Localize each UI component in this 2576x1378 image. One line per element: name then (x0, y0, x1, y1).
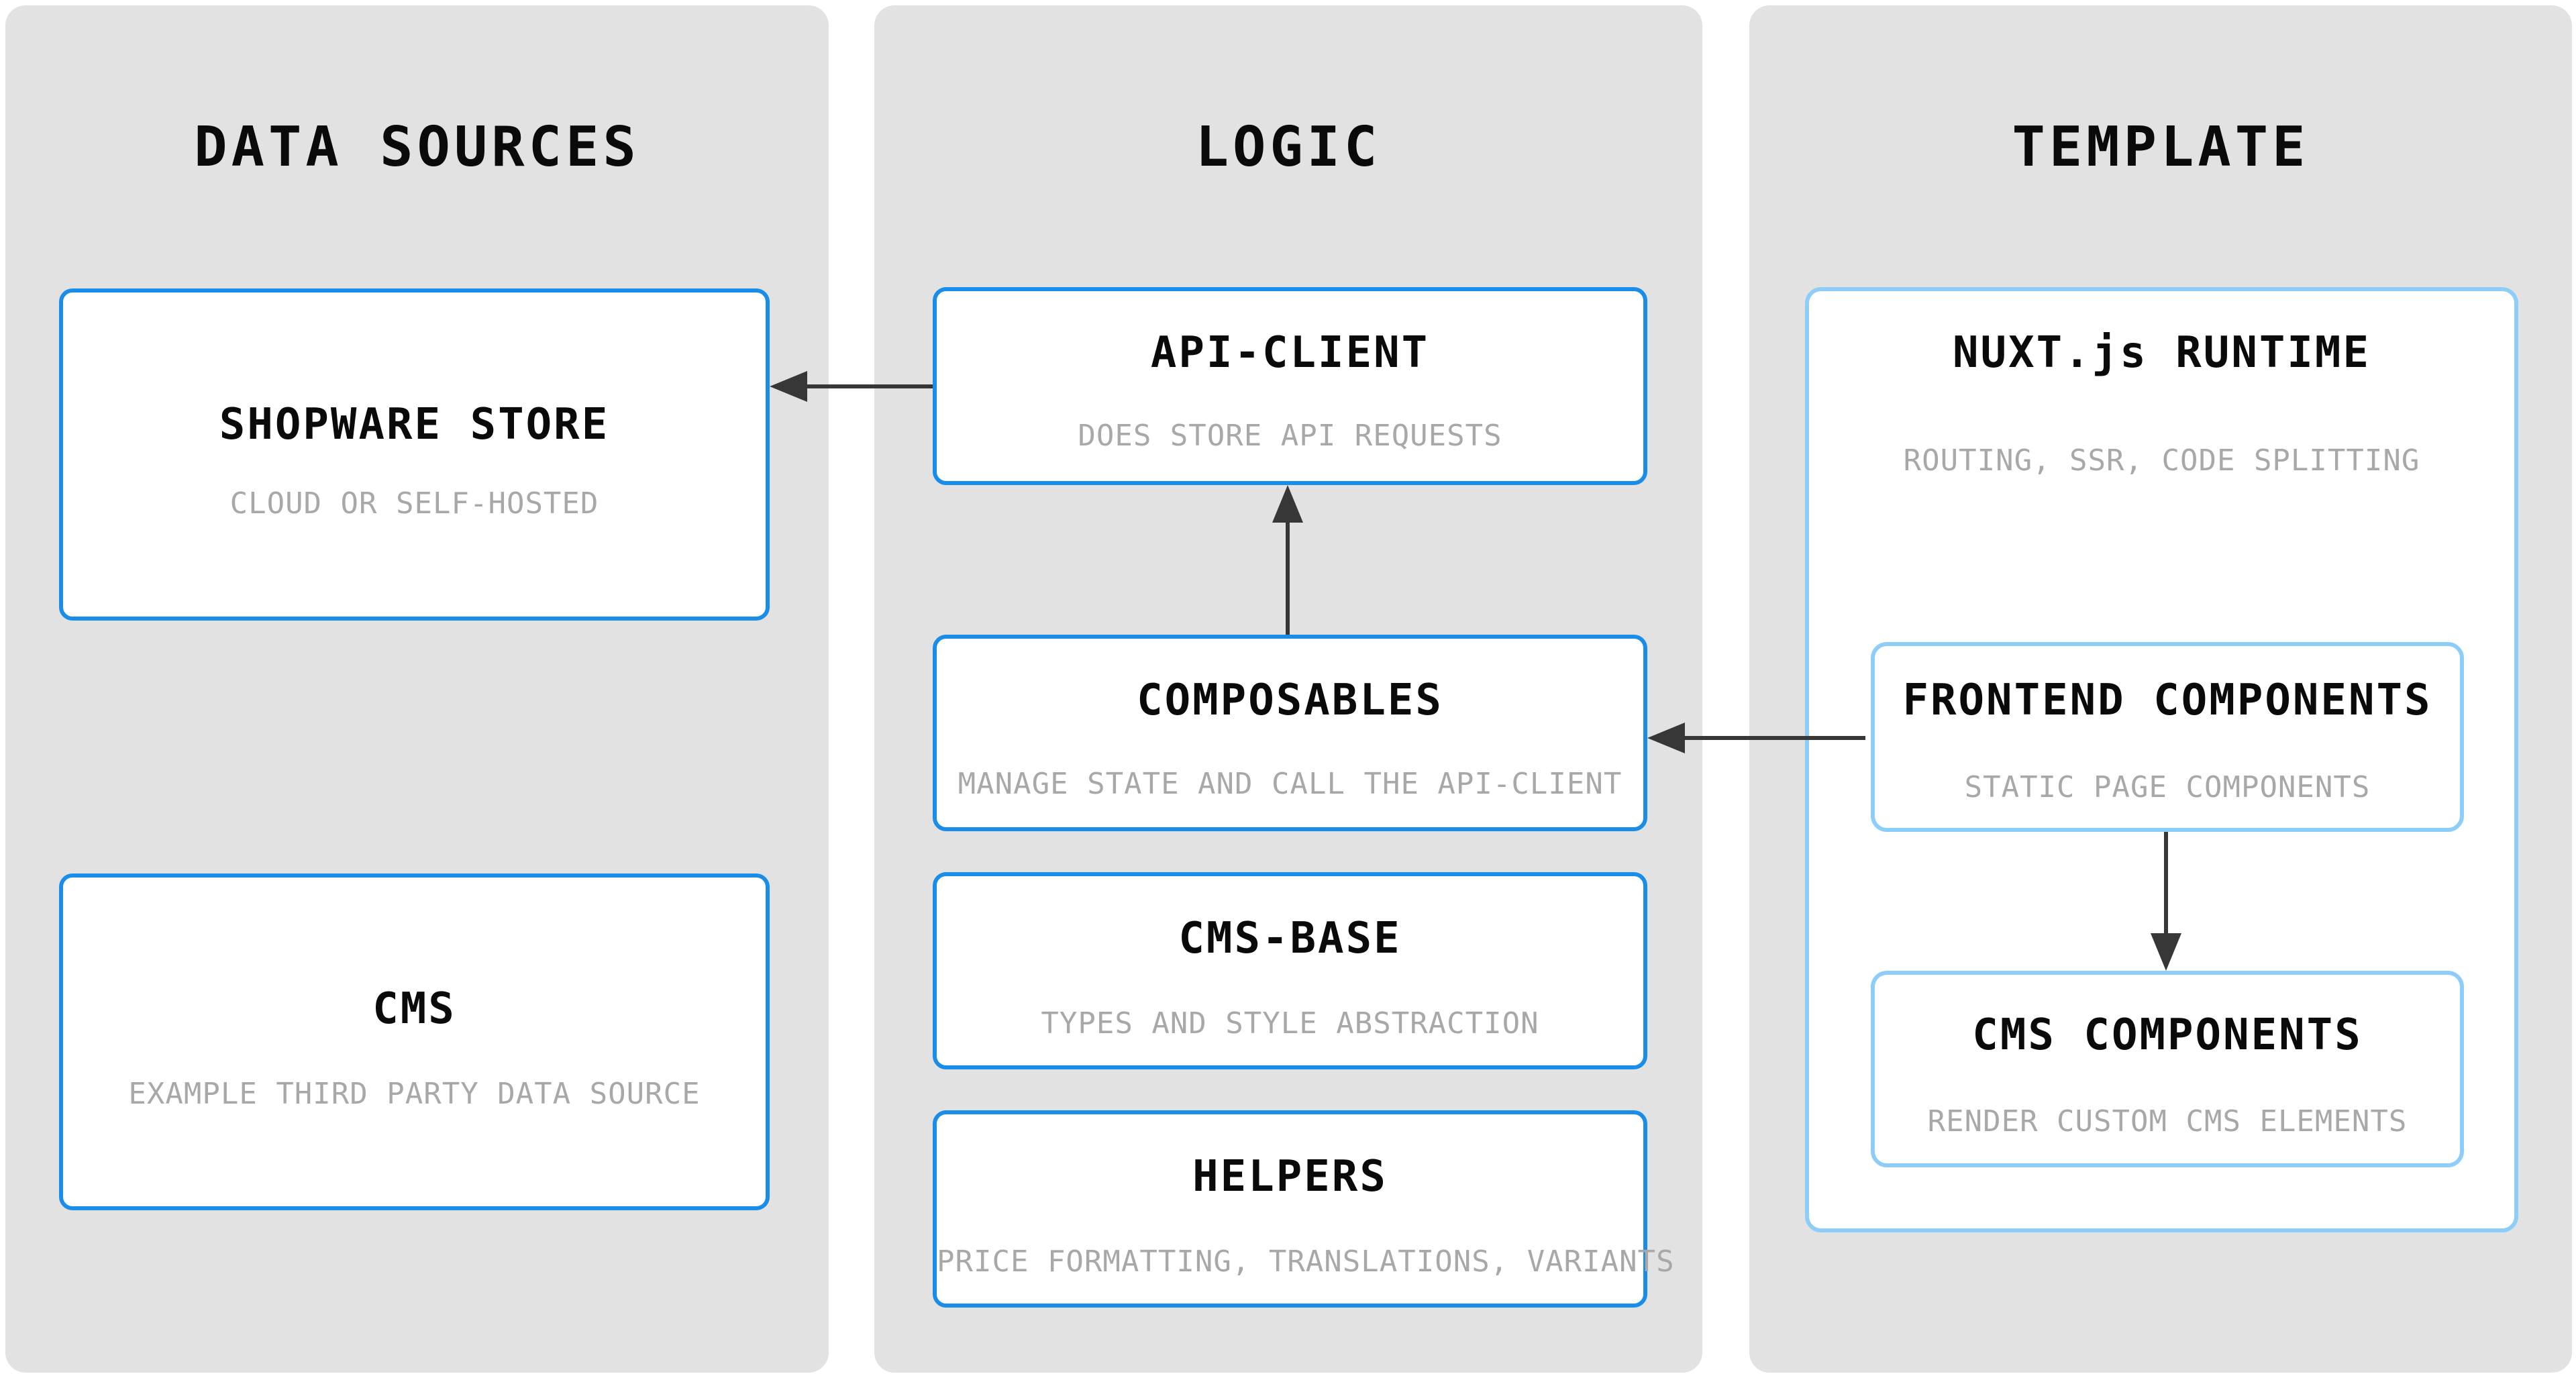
box-cms-components: CMS COMPONENTS RENDER CUSTOM CMS ELEMENT… (1871, 971, 2464, 1167)
box-title-cms: CMS (372, 984, 456, 1034)
box-title-frontend-components: FRONTEND COMPONENTS (1902, 676, 2432, 725)
box-subtitle-cms-base: TYPES AND STYLE ABSTRACTION (1041, 1006, 1539, 1041)
column-template: TEMPLATE NUXT.js RUNTIME ROUTING, SSR, C… (1749, 5, 2572, 1373)
arrow-composables-to-api-client-line (1286, 518, 1290, 635)
box-cms-base: CMS-BASE TYPES AND STYLE ABSTRACTION (933, 872, 1647, 1069)
box-title-api-client: API-CLIENT (1150, 328, 1430, 378)
box-title-helpers: HELPERS (1192, 1152, 1388, 1202)
box-frontend-components: FRONTEND COMPONENTS STATIC PAGE COMPONEN… (1871, 642, 2464, 832)
box-subtitle-composables: MANAGE STATE AND CALL THE API-CLIENT (958, 767, 1622, 801)
arrow-frontend-to-composables-line (1680, 736, 1865, 740)
box-nuxt-runtime: NUXT.js RUNTIME ROUTING, SSR, CODE SPLIT… (1805, 287, 2518, 1232)
box-subtitle-helpers: PRICE FORMATTING, TRANSLATIONS, VARIANTS (937, 1244, 1675, 1279)
box-title-cms-components: CMS COMPONENTS (1972, 1010, 2363, 1060)
column-logic: LOGIC API-CLIENT DOES STORE API REQUESTS… (874, 5, 1702, 1373)
box-subtitle-cms-components: RENDER CUSTOM CMS ELEMENTS (1927, 1104, 2408, 1138)
arrow-frontend-to-composables-head (1647, 723, 1685, 753)
column-title-template: TEMPLATE (2012, 115, 2310, 180)
box-composables: COMPOSABLES MANAGE STATE AND CALL THE AP… (933, 635, 1647, 831)
box-title-composables: COMPOSABLES (1137, 676, 1443, 725)
box-subtitle-frontend-components: STATIC PAGE COMPONENTS (1964, 770, 2371, 804)
box-title-shopware-store: SHOPWARE STORE (219, 400, 610, 449)
box-api-client: API-CLIENT DOES STORE API REQUESTS (933, 287, 1647, 485)
box-subtitle-cms: EXAMPLE THIRD PARTY DATA SOURCE (128, 1077, 701, 1111)
box-cms: CMS EXAMPLE THIRD PARTY DATA SOURCE (59, 873, 770, 1210)
arrow-frontend-to-cms-components-head (2151, 933, 2181, 971)
column-title-data-sources: DATA SOURCES (194, 115, 640, 180)
arrow-api-client-to-shopware-line (803, 384, 933, 388)
box-subtitle-shopware-store: CLOUD OR SELF-HOSTED (229, 486, 599, 521)
box-shopware-store: SHOPWARE STORE CLOUD OR SELF-HOSTED (59, 288, 770, 621)
column-title-logic: LOGIC (1195, 115, 1382, 180)
box-subtitle-api-client: DOES STORE API REQUESTS (1078, 419, 1502, 453)
box-helpers: HELPERS PRICE FORMATTING, TRANSLATIONS, … (933, 1110, 1675, 1308)
arrow-frontend-to-cms-components-line (2164, 832, 2168, 936)
arrow-composables-to-api-client-head (1272, 485, 1303, 523)
box-subtitle-nuxt-runtime: ROUTING, SSR, CODE SPLITTING (1903, 443, 2420, 478)
column-data-sources: DATA SOURCES SHOPWARE STORE CLOUD OR SEL… (5, 5, 829, 1373)
box-title-nuxt-runtime: NUXT.js RUNTIME (1953, 328, 2371, 378)
arrow-api-client-to-shopware-head (770, 371, 807, 402)
box-title-cms-base: CMS-BASE (1178, 914, 1402, 963)
